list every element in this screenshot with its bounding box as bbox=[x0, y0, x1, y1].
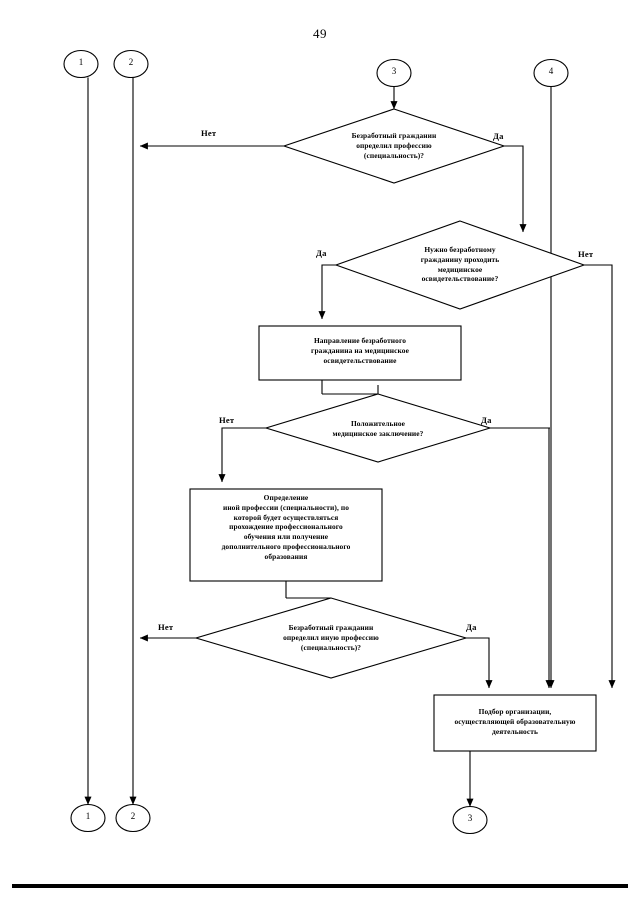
decision-4-shape bbox=[194, 597, 468, 679]
process-1-shape bbox=[258, 325, 462, 381]
connector-bottom-2-label: 2 bbox=[130, 811, 136, 821]
edge-label-d4-yes: Да bbox=[466, 622, 477, 632]
edge-d2-yes bbox=[318, 264, 336, 320]
edge-label-d1-no: Нет bbox=[201, 128, 217, 138]
edge-d4-yes bbox=[466, 637, 493, 689]
connector-bottom-3-label: 3 bbox=[467, 813, 473, 823]
connector-top-2 bbox=[113, 49, 149, 79]
connector-top-3-label: 3 bbox=[391, 66, 397, 76]
edge-d1-yes bbox=[504, 145, 527, 233]
edge-label-d2-yes: Да bbox=[316, 248, 327, 258]
edge-d2-no bbox=[584, 264, 616, 689]
decision-3-shape bbox=[264, 393, 492, 463]
edge-label-d2-no: Нет bbox=[578, 249, 594, 259]
footer-rule bbox=[12, 884, 628, 888]
process-3-shape bbox=[433, 694, 597, 752]
edge-label-d3-no: Нет bbox=[219, 415, 235, 425]
connector-top-1 bbox=[63, 49, 99, 79]
page-number: 49 bbox=[313, 26, 327, 41]
decision-2-shape bbox=[334, 220, 586, 310]
edge-d3-no bbox=[218, 427, 266, 483]
connector-top-1-label: 1 bbox=[78, 57, 84, 67]
edge-label-d4-no: Нет bbox=[158, 622, 174, 632]
process-2-shape bbox=[189, 488, 383, 582]
connector-bottom-1-label: 1 bbox=[85, 811, 91, 821]
connector-top-4-label: 4 bbox=[548, 66, 554, 76]
edge-label-d3-yes: Да bbox=[481, 415, 492, 425]
edge-label-d1-yes: Да bbox=[493, 131, 504, 141]
decision-1-shape bbox=[282, 108, 506, 184]
connector-top-2-label: 2 bbox=[128, 57, 134, 67]
